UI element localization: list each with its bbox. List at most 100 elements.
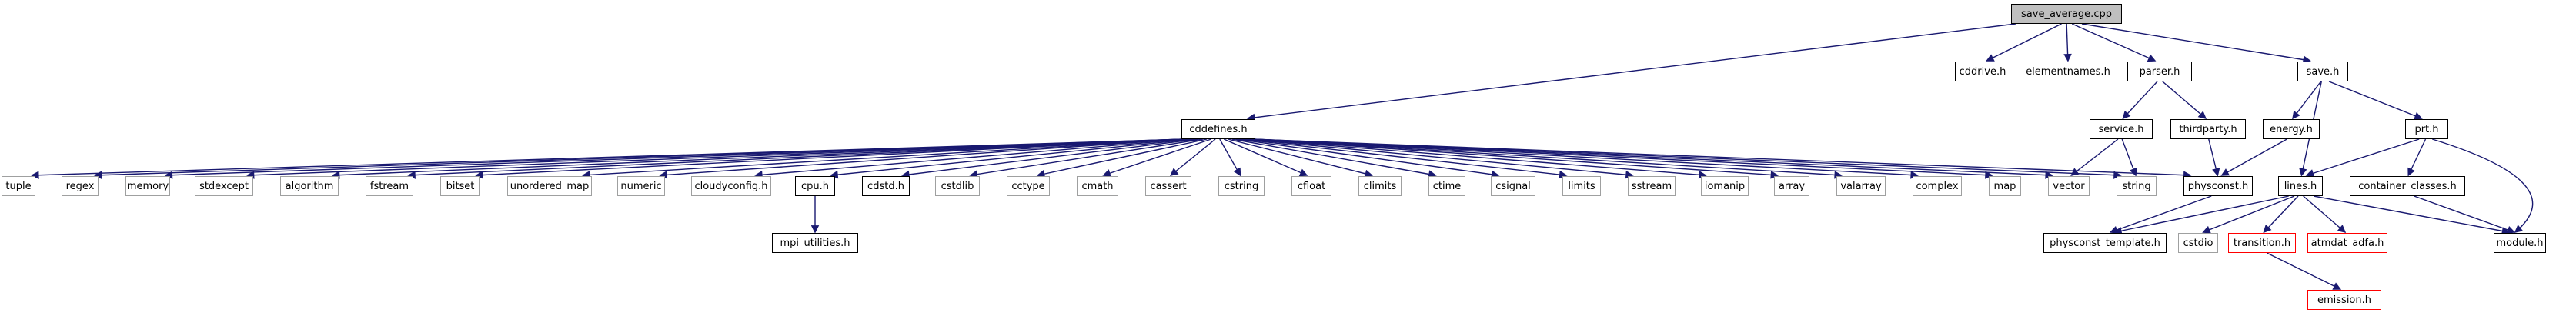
node-mpi-utilities-h[interactable]: mpi_utilities.h [772, 233, 858, 253]
node-save-average-cpp[interactable]: save_average.cpp [2011, 4, 2122, 24]
node-regex[interactable]: regex [62, 176, 99, 196]
node-service-h[interactable]: service.h [2090, 119, 2153, 139]
node-bitset[interactable]: bitset [440, 176, 480, 196]
edge-lines-h-to-cstdio [2202, 195, 2295, 234]
node-label: cddrive.h [1959, 65, 2006, 78]
node-cloudyconfig-h[interactable]: cloudyconfig.h [691, 176, 771, 196]
node-memory[interactable]: memory [125, 176, 170, 196]
edge-cddefines-h-to-climits [1228, 138, 1374, 178]
edge-prt-h-to-lines-h [2305, 138, 2420, 178]
node-sstream[interactable]: sstream [1628, 176, 1676, 196]
edge-cddefines-h-to-cdstd-h [901, 138, 1199, 179]
edge-cddefines-h-to-complex [1252, 138, 1919, 179]
edge-cddefines-h-to-limits [1240, 138, 1568, 179]
node-cdstd-h[interactable]: cdstd.h [862, 176, 910, 196]
node-label: physconst.h [2187, 180, 2249, 192]
edge-save-average-cpp-to-elementnames-h [2063, 23, 2072, 62]
node-prt-h[interactable]: prt.h [2405, 119, 2448, 139]
edge-lines-h-to-transition-h [2263, 195, 2299, 234]
node-elementnames-h[interactable]: elementnames.h [2023, 62, 2113, 81]
node-label: cstring [1224, 180, 1259, 192]
node-cpu-h[interactable]: cpu.h [795, 176, 835, 196]
edge-cddefines-h-to-cpu-h [830, 138, 1194, 179]
node-physconst-h[interactable]: physconst.h [2183, 176, 2253, 196]
node-label: transition.h [2233, 237, 2291, 249]
node-label: cstdlib [941, 180, 974, 192]
node-cmath[interactable]: cmath [1077, 176, 1118, 196]
node-label: algorithm [285, 180, 334, 192]
node-cfloat[interactable]: cfloat [1291, 176, 1331, 196]
node-cctype[interactable]: cctype [1007, 176, 1050, 196]
edge-cddefines-h-to-unordered-map [581, 138, 1184, 179]
edge-save-h-to-energy-h [2292, 81, 2322, 120]
node-limits[interactable]: limits [1562, 176, 1601, 196]
node-label: cassert [1150, 180, 1187, 192]
edge-container-classes-h-to-module-h [2414, 195, 2516, 234]
edge-parser-h-to-service-h [2122, 81, 2158, 120]
node-label: ctime [1432, 180, 1462, 192]
edge-cddefines-h-to-array [1252, 138, 1779, 179]
node-module-h[interactable]: module.h [2494, 233, 2546, 253]
node-map[interactable]: map [1989, 176, 2021, 196]
edge-physconst-h-to-physconst-template-h [2109, 195, 2212, 234]
edge-cddefines-h-to-cassert [1170, 138, 1216, 176]
node-unordered-map[interactable]: unordered_map [507, 176, 592, 196]
node-array[interactable]: array [1774, 176, 1809, 196]
node-parser-h[interactable]: parser.h [2127, 62, 2192, 81]
node-cassert[interactable]: cassert [1145, 176, 1191, 196]
node-cstdlib[interactable]: cstdlib [935, 176, 980, 196]
node-label: module.h [2496, 237, 2544, 249]
node-save-h[interactable]: save.h [2297, 62, 2348, 81]
node-label: atmdat_adfa.h [2310, 237, 2384, 249]
node-complex[interactable]: complex [1913, 176, 1962, 196]
edge-service-h-to-string [2121, 138, 2137, 177]
node-stdexcept[interactable]: stdexcept [195, 176, 253, 196]
node-iomanip[interactable]: iomanip [1701, 176, 1749, 196]
node-label: limits [1568, 180, 1595, 192]
edge-cddefines-h-to-numeric [659, 138, 1184, 179]
edge-cddefines-h-to-fstream [407, 138, 1184, 179]
node-label: iomanip [1704, 180, 1746, 192]
edge-energy-h-to-physconst-h [2220, 138, 2287, 176]
node-lines-h[interactable]: lines.h [2278, 176, 2323, 196]
node-label: complex [1916, 180, 1959, 192]
node-label: fstream [369, 180, 409, 192]
node-tuple[interactable]: tuple [2, 176, 35, 196]
edge-cddefines-h-to-cstdlib [969, 138, 1203, 178]
node-transition-h[interactable]: transition.h [2228, 233, 2296, 253]
edge-cddefines-h-to-csignal [1235, 138, 1500, 178]
node-thirdparty-h[interactable]: thirdparty.h [2170, 119, 2246, 139]
node-csignal[interactable]: csignal [1491, 176, 1535, 196]
node-ctime[interactable]: ctime [1428, 176, 1465, 196]
node-label: cmath [1081, 180, 1114, 192]
node-cddrive-h[interactable]: cddrive.h [1955, 62, 2010, 81]
node-fstream[interactable]: fstream [366, 176, 413, 196]
node-physconst-template-h[interactable]: physconst_template.h [2043, 233, 2167, 253]
node-valarray[interactable]: valarray [1836, 176, 1886, 196]
node-emission-h[interactable]: emission.h [2307, 290, 2381, 310]
node-vector[interactable]: vector [2048, 176, 2090, 196]
node-algorithm[interactable]: algorithm [280, 176, 339, 196]
node-label: string [2122, 180, 2151, 192]
edge-save-average-cpp-to-save-h [2081, 23, 2311, 64]
edge-lines-h-to-atmdat-adfa-h [2303, 195, 2347, 234]
edge-cddefines-h-to-sstream [1244, 138, 1634, 179]
edge-cddefines-h-to-ctime [1231, 138, 1437, 178]
node-atmdat-adfa-h[interactable]: atmdat_adfa.h [2307, 233, 2387, 253]
node-label: bitset [446, 180, 475, 192]
node-label: regex [65, 180, 95, 192]
node-label: cstdio [2183, 237, 2213, 249]
node-label: climits [1363, 180, 1397, 192]
node-energy-h[interactable]: energy.h [2263, 119, 2320, 139]
node-cstdio[interactable]: cstdio [2178, 233, 2218, 253]
node-cstring[interactable]: cstring [1218, 176, 1265, 196]
node-climits[interactable]: climits [1358, 176, 1402, 196]
node-cddefines-h[interactable]: cddefines.h [1181, 119, 1255, 139]
node-string[interactable]: string [2117, 176, 2157, 196]
node-container-classes-h[interactable]: container_classes.h [2350, 176, 2465, 196]
node-numeric[interactable]: numeric [617, 176, 665, 196]
node-label: map [1993, 180, 2016, 192]
node-label: save_average.cpp [2021, 8, 2112, 20]
node-label: cfloat [1297, 180, 1326, 192]
